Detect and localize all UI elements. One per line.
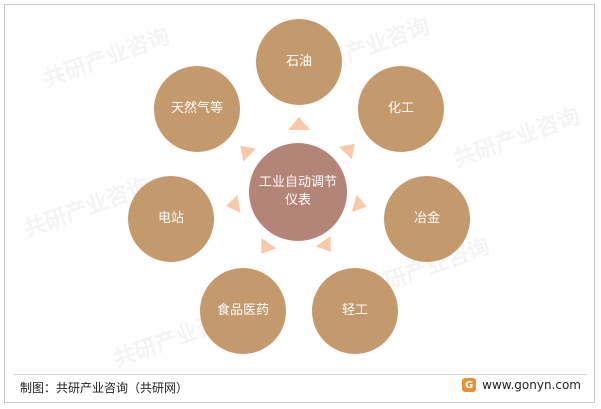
- site-url: www.gonyn.com: [482, 378, 581, 392]
- arrow-to-oil: [288, 117, 310, 130]
- node-label: 食品医药: [216, 303, 269, 318]
- node-light-industry: 轻工: [312, 268, 398, 354]
- node-food-medicine: 食品医药: [200, 268, 286, 354]
- node-label: 轻工: [341, 303, 368, 318]
- node-label: 石油: [285, 54, 312, 69]
- logo-icon: G: [462, 378, 477, 392]
- node-label: 电站: [157, 211, 184, 226]
- node-metallurgy: 冶金: [384, 176, 470, 262]
- arrow-to-chemical: [339, 137, 361, 160]
- node-label: 冶金: [413, 211, 440, 226]
- center-label: 工业自动调节仪表: [259, 175, 338, 208]
- arrow-to-light-industry: [315, 236, 339, 257]
- node-power-station: 电站: [128, 176, 214, 262]
- node-oil: 石油: [256, 19, 342, 105]
- source-caption: 制图：共研产业咨询（共研网）: [20, 381, 189, 395]
- arrow-to-food-medicine: [253, 238, 277, 259]
- node-chemical: 化工: [358, 66, 444, 152]
- arrow-to-power-station: [224, 195, 241, 215]
- site-logo: G www.gonyn.com: [462, 378, 581, 392]
- node-natural-gas: 天然气等: [154, 66, 240, 152]
- node-label: 天然气等: [170, 101, 223, 116]
- center-node: 工业自动调节仪表: [249, 143, 347, 241]
- footer-divider: [14, 374, 587, 375]
- arrow-to-metallurgy: [351, 194, 370, 216]
- node-label: 化工: [387, 101, 414, 116]
- arrow-to-natural-gas: [234, 139, 256, 162]
